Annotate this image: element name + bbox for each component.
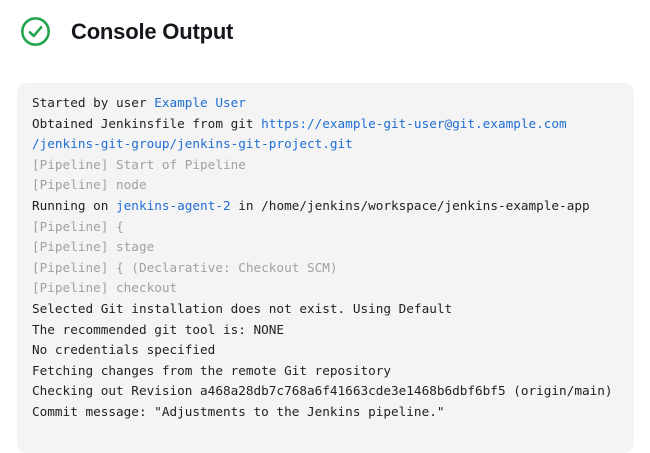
log-line: Selected Git installation does not exist… xyxy=(32,299,619,320)
log-line: Running on jenkins-agent-2 in /home/jenk… xyxy=(32,196,619,217)
log-line: /jenkins-git-group/jenkins-git-project.g… xyxy=(32,134,619,155)
log-link[interactable]: Example User xyxy=(154,95,246,110)
log-text: Checking out Revision a468a28db7c768a6f4… xyxy=(32,383,613,399)
log-link[interactable]: /jenkins-git-group/jenkins-git-project.g… xyxy=(32,136,353,152)
log-text-muted: [Pipeline] { (Declarative: Checkout SCM) xyxy=(32,259,338,275)
log-text-muted: [Pipeline] Start of Pipeline xyxy=(32,156,246,172)
log-line: Fetching changes from the remote Git rep… xyxy=(32,361,619,382)
log-line: Checking out Revision a468a28db7c768a6f4… xyxy=(32,381,619,402)
page-header: Console Output xyxy=(0,0,650,47)
log-text: in /home/jenkins/workspace/jenkins-examp… xyxy=(230,197,590,213)
log-line: No credentials specified xyxy=(32,340,619,361)
log-line: Obtained Jenkinsfile from git https://ex… xyxy=(32,114,619,135)
log-text: Commit message: "Adjustments to the Jenk… xyxy=(32,403,445,419)
log-text-muted: [Pipeline] { xyxy=(32,218,124,234)
log-line: [Pipeline] { xyxy=(32,217,619,238)
log-line: [Pipeline] Start of Pipeline xyxy=(32,155,619,176)
log-line: [Pipeline] { (Declarative: Checkout SCM) xyxy=(32,258,619,279)
log-text: The recommended git tool is: NONE xyxy=(32,321,285,337)
log-text: Fetching changes from the remote Git rep… xyxy=(32,362,392,378)
log-line: [Pipeline] node xyxy=(32,175,619,196)
log-link[interactable]: https://example-git-user@git.example.com xyxy=(261,115,567,131)
log-text-muted: [Pipeline] stage xyxy=(32,239,155,255)
log-link[interactable]: jenkins-agent-2 xyxy=(116,197,231,213)
page-title: Console Output xyxy=(71,18,234,44)
log-text: No credentials specified xyxy=(32,342,216,358)
log-line: Commit message: "Adjustments to the Jenk… xyxy=(32,402,619,423)
log-line: [Pipeline] stage xyxy=(32,237,619,258)
build-success-check-icon xyxy=(20,16,51,47)
log-line: The recommended git tool is: NONE xyxy=(32,320,619,341)
log-line: [Pipeline] checkout xyxy=(32,278,619,299)
log-text: Running on xyxy=(32,197,117,213)
log-text: Started by user xyxy=(32,95,155,110)
log-line: Started by user Example User xyxy=(32,93,619,114)
log-text-muted: [Pipeline] node xyxy=(32,177,147,193)
log-text-muted: [Pipeline] checkout xyxy=(32,280,178,296)
log-text: Obtained Jenkinsfile from git xyxy=(32,115,262,131)
log-text: Selected Git installation does not exist… xyxy=(32,300,453,316)
